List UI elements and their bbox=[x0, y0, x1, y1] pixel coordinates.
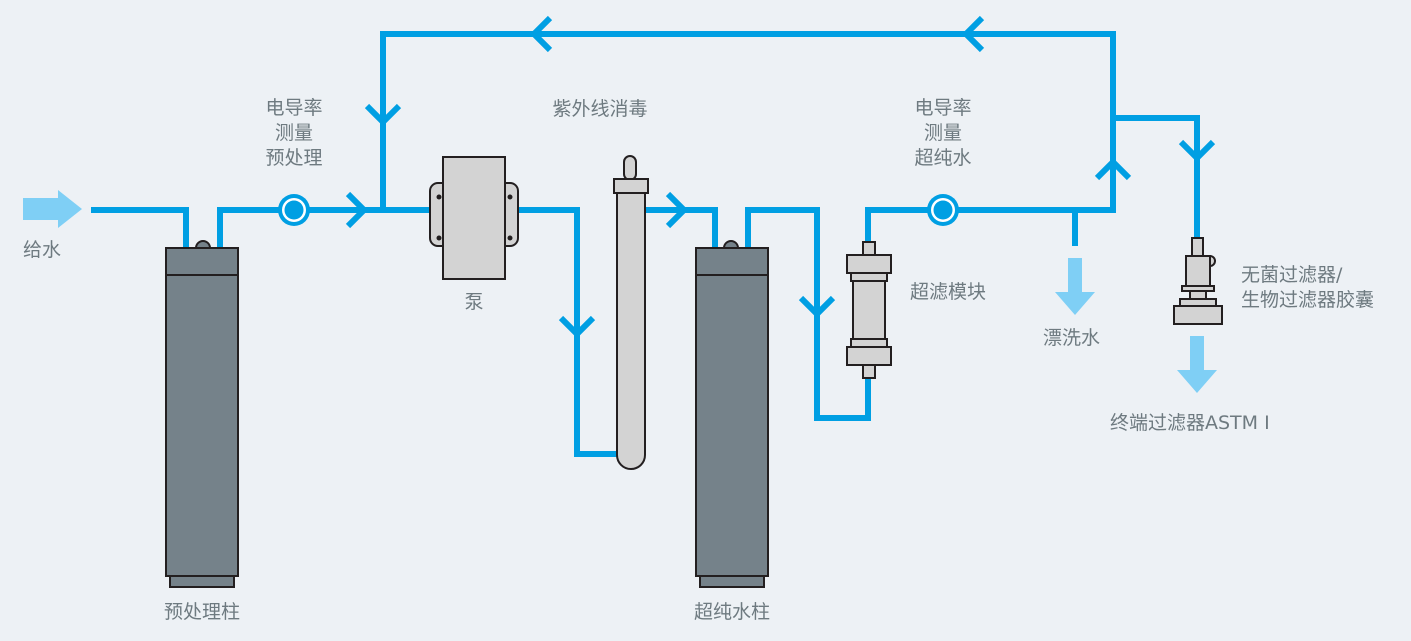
sterile-filter-icon bbox=[1173, 237, 1223, 325]
ultrafiltration-module-label: 超滤模块 bbox=[910, 281, 987, 303]
chevron-right-icon bbox=[345, 191, 369, 229]
sterile-filter-label: 无菌过滤器/ 生物过滤器胶囊 bbox=[1241, 263, 1374, 313]
chevron-up-icon bbox=[1094, 157, 1132, 181]
final-filter-arrow-icon bbox=[1177, 336, 1217, 393]
pipe-recirculation-top bbox=[380, 31, 1116, 248]
pump-label: 泵 bbox=[464, 291, 484, 313]
pretreatment-column-label: 预处理柱 bbox=[163, 601, 240, 623]
rinse-water-label: 漂洗水 bbox=[1043, 327, 1101, 349]
chevron-down-icon bbox=[798, 295, 836, 319]
conductivity-sensor-pre bbox=[278, 194, 310, 226]
feed-water-arrow-icon bbox=[23, 190, 82, 228]
conductivity-pre-line-2: 测量 bbox=[274, 122, 313, 144]
sensor-circle-icon bbox=[933, 200, 953, 220]
conductivity-pre-line-3: 预处理 bbox=[265, 147, 323, 169]
conductivity-pre-label: 电导率 测量 预处理 bbox=[254, 96, 334, 171]
chevron-right-icon bbox=[665, 191, 689, 229]
uv-disinfection-label: 紫外线消毒 bbox=[552, 98, 648, 120]
sterile-filter-line-1: 无菌过滤器/ bbox=[1241, 264, 1343, 286]
conductivity-pre-line-1: 电导率 bbox=[265, 97, 323, 119]
conductivity-ultra-line-1: 电导率 bbox=[914, 97, 972, 119]
final-filter-label: 终端过滤器ASTM Ⅰ bbox=[1110, 412, 1270, 434]
flow-chevrons bbox=[345, 15, 1216, 339]
chevron-left-icon bbox=[529, 15, 553, 53]
pipe-pump-to-uv bbox=[515, 207, 618, 457]
conductivity-ultra-label: 电导率 测量 超纯水 bbox=[903, 96, 983, 171]
ultrapure-column-icon bbox=[695, 240, 769, 588]
sensor-circle-icon bbox=[284, 200, 304, 220]
conductivity-sensor-ultra bbox=[927, 194, 959, 226]
conductivity-ultra-line-3: 超纯水 bbox=[914, 147, 972, 169]
pipe-feed-to-pretreatment bbox=[91, 207, 189, 248]
pipe-pretreatment-to-pump bbox=[217, 207, 433, 248]
pretreatment-column-icon bbox=[165, 240, 239, 588]
feed-water-label: 给水 bbox=[23, 239, 62, 261]
chevron-down-icon bbox=[364, 103, 402, 127]
pipe-to-sterile-filter bbox=[1113, 115, 1200, 238]
pump-icon bbox=[429, 156, 519, 280]
uv-lamp-icon bbox=[613, 155, 649, 470]
pipe-uv-to-ultrapure bbox=[646, 207, 718, 248]
rinse-water-arrow-icon bbox=[1055, 258, 1095, 315]
chevron-left-icon bbox=[961, 15, 985, 53]
ultrafiltration-module-icon bbox=[846, 241, 892, 379]
ultrapure-column-label: 超纯水柱 bbox=[693, 601, 770, 623]
conductivity-ultra-line-2: 测量 bbox=[923, 122, 962, 144]
chevron-down-icon bbox=[558, 315, 596, 339]
chevron-down-icon bbox=[1178, 139, 1216, 163]
sterile-filter-line-2: 生物过滤器胶囊 bbox=[1241, 289, 1375, 311]
